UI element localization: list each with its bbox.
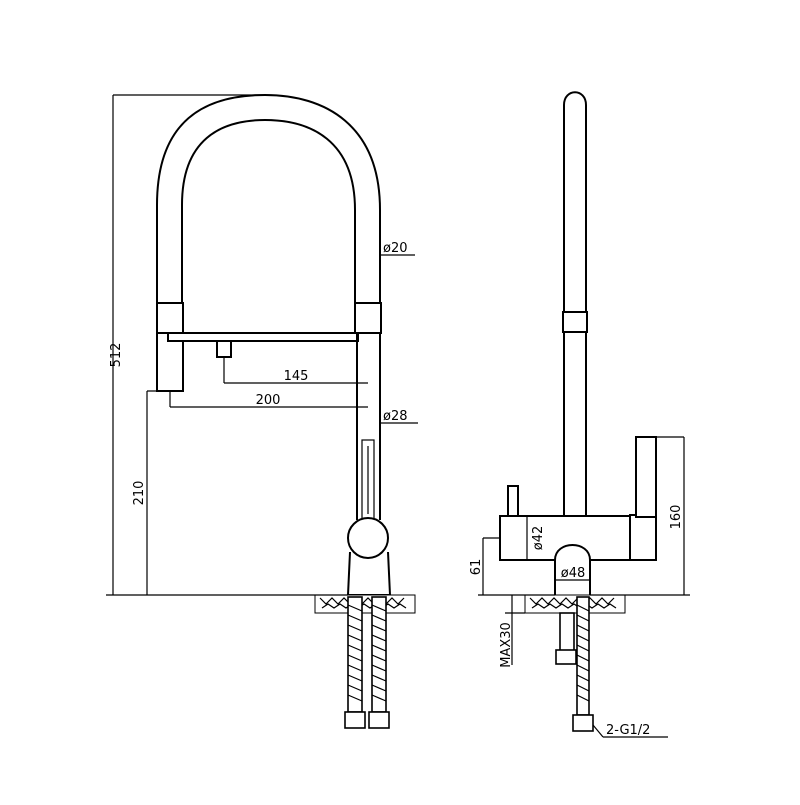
dim-512-label: 512: [109, 343, 124, 368]
dim-160-label: 160: [669, 505, 684, 530]
side-dimensions: [478, 436, 690, 738]
dim-thread-label: 2-G1/2: [606, 723, 650, 738]
side-pin: [507, 485, 519, 517]
dim-dia20-label: ø20: [383, 241, 408, 256]
front-spray-outlet: [216, 340, 232, 358]
front-arch-inner: [181, 118, 356, 303]
side-body: [563, 332, 587, 515]
dim-200-label: 200: [256, 393, 281, 408]
front-valve-knob: [347, 517, 389, 559]
dim-145-label: 145: [284, 369, 309, 384]
dim-210-label: 210: [132, 481, 147, 506]
dim-max30-label: MAX30: [499, 622, 514, 668]
side-deck-hatch: [524, 594, 626, 614]
front-deck-hatch: [314, 594, 416, 614]
side-handle: [629, 514, 657, 561]
side-collar: [562, 311, 588, 333]
dim-dia42-label: ø42: [531, 526, 546, 551]
side-supply-hoses: [555, 596, 594, 732]
front-dimensions: [106, 94, 418, 596]
side-handle-lever: [635, 436, 657, 518]
dim-dia28-label: ø28: [383, 409, 408, 424]
front-clip-left: [156, 302, 184, 334]
front-view: 512 210 145 200 ø20 ø28: [106, 93, 418, 729]
side-valve-body: [499, 515, 641, 561]
side-view: 160 61 ø42 ø48 MAX30 2-G1/2: [469, 91, 690, 738]
side-spout: [563, 91, 587, 312]
front-body: [356, 333, 381, 520]
dim-61-label: 61: [469, 559, 484, 576]
side-base: [554, 560, 591, 595]
front-supply-hoses: [344, 596, 390, 729]
front-collar-right: [354, 302, 382, 334]
front-arch-outer: [156, 93, 381, 303]
dim-dia48-label: ø48: [561, 566, 586, 581]
front-crossbar: [167, 332, 359, 342]
